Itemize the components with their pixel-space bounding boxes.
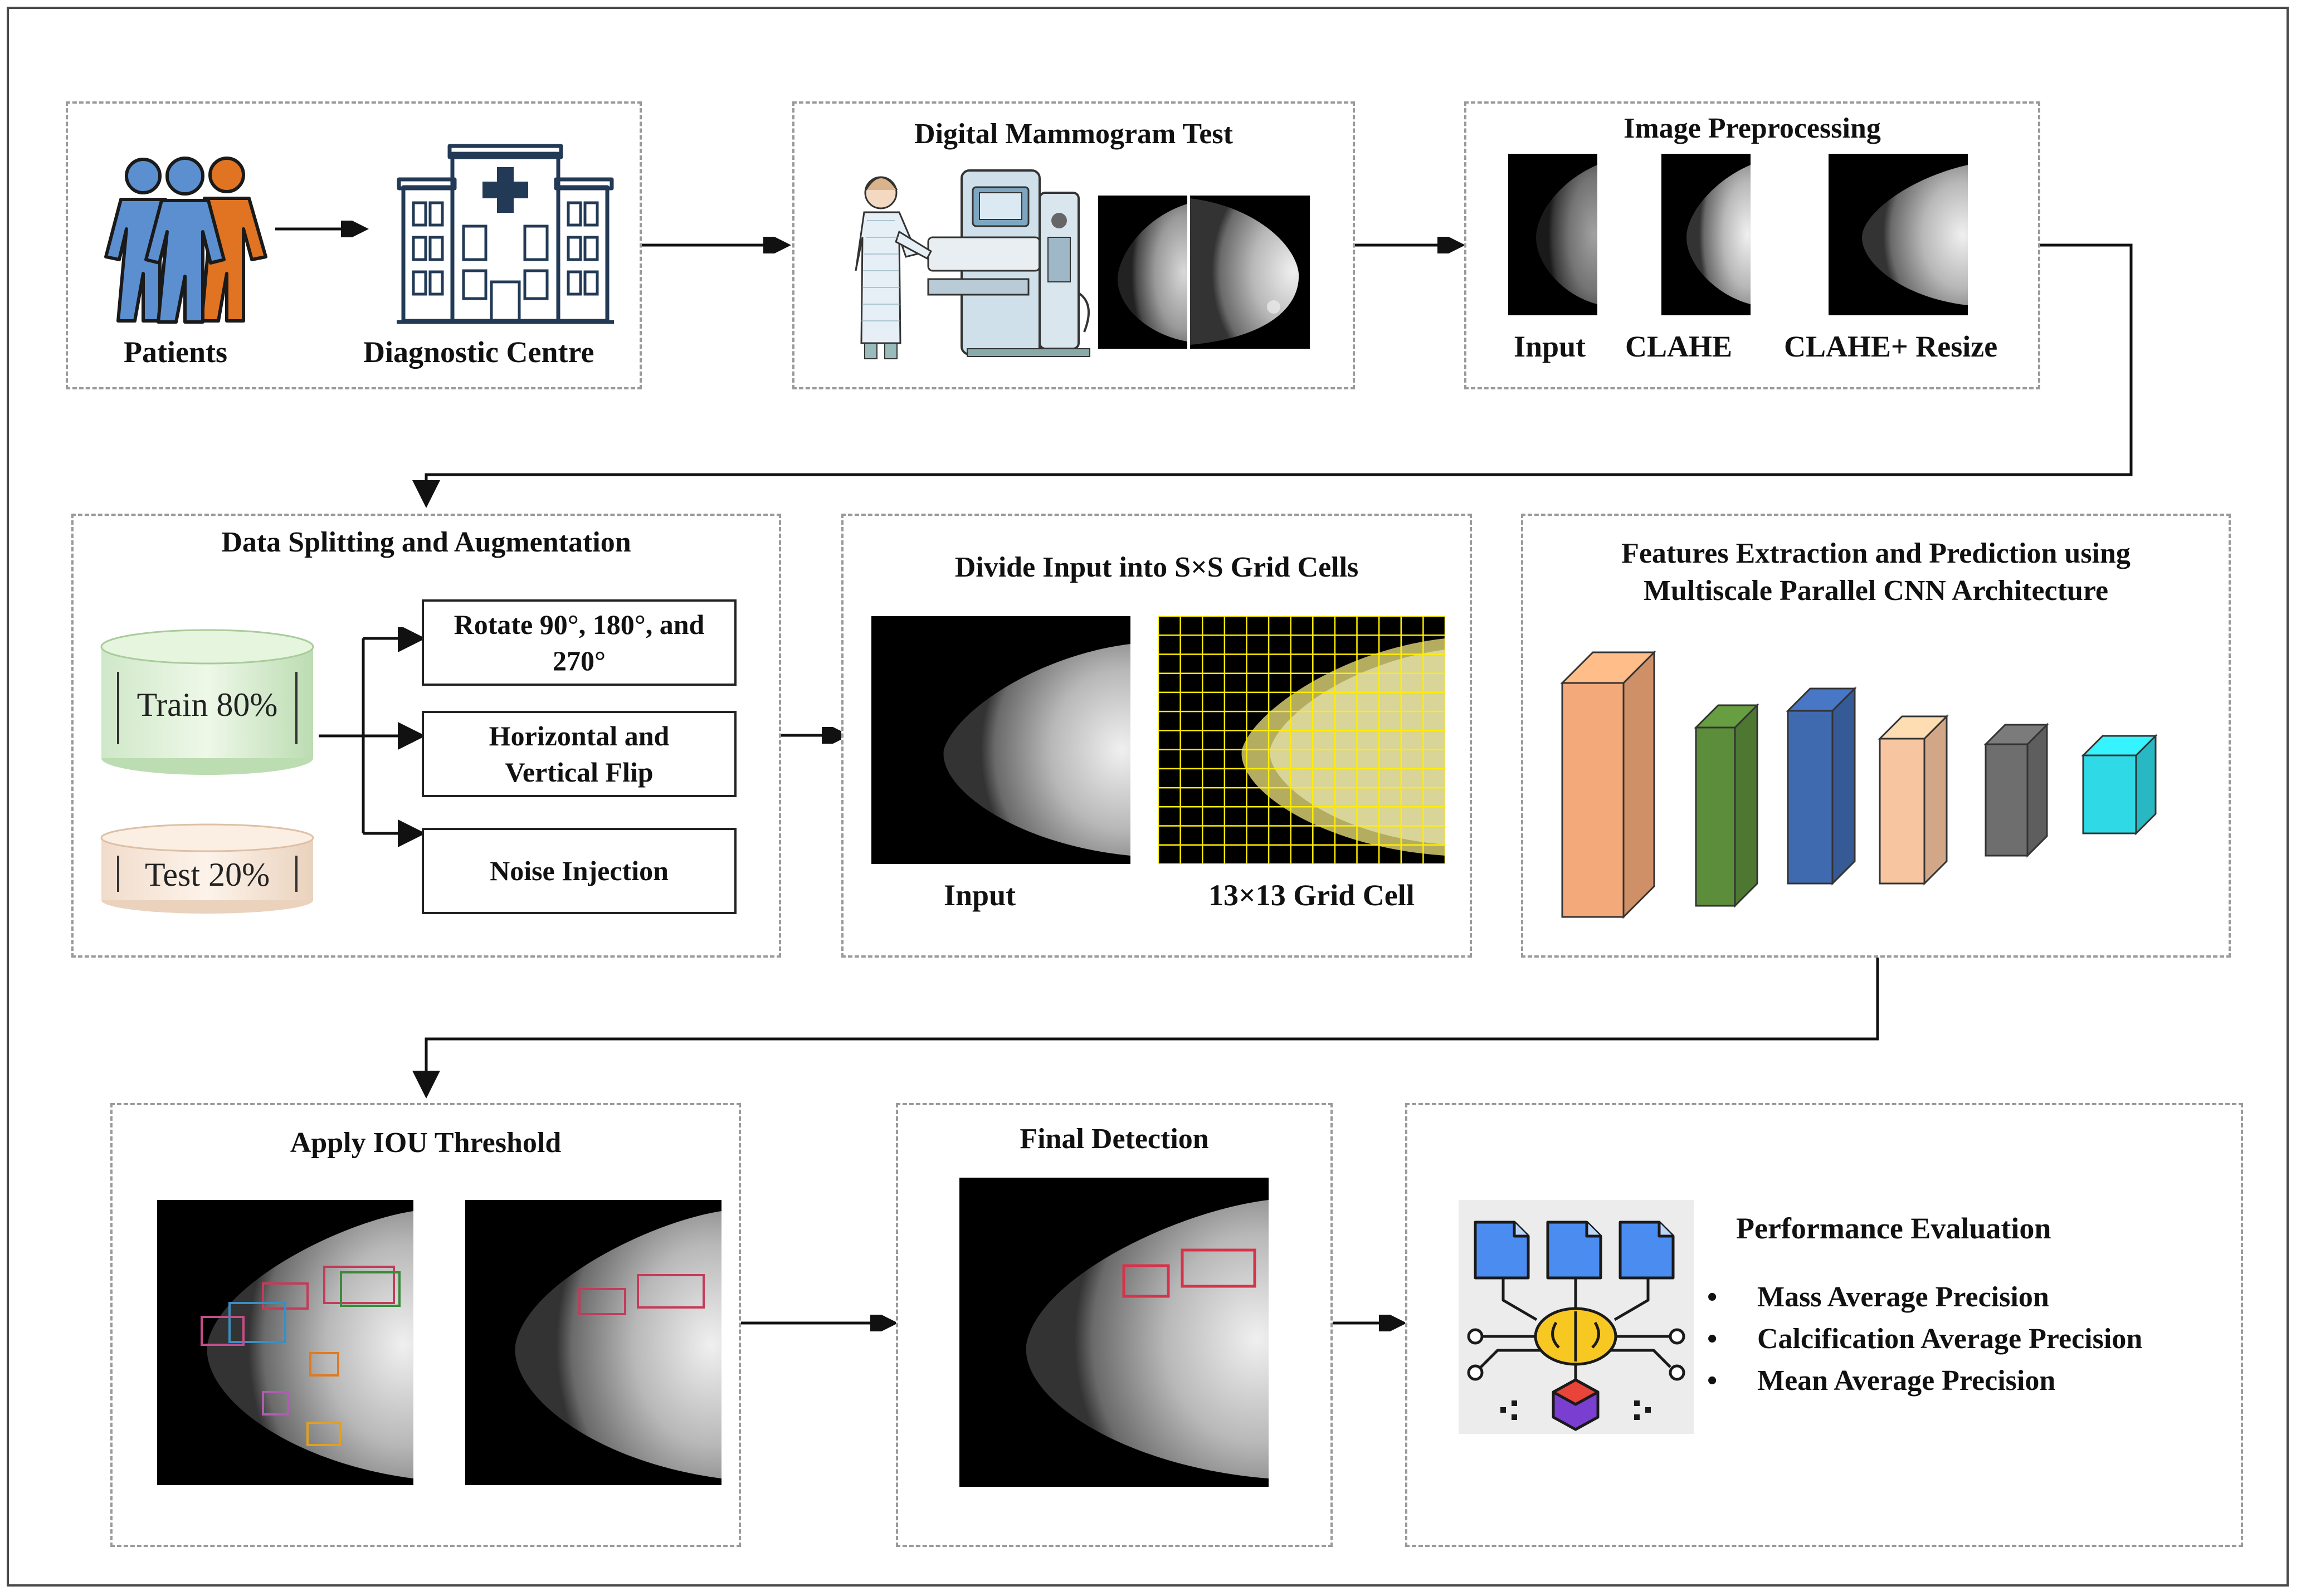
final-detection-image: [959, 1178, 1269, 1487]
metric-mean-ap: Mean Average Precision: [1707, 1364, 2055, 1397]
final-detection-panel: Final Detection: [896, 1103, 1333, 1547]
train-cylinder: [100, 629, 314, 775]
arrow-patients-to-centre: [275, 221, 369, 237]
performance-title: Performance Evaluation: [1736, 1212, 2051, 1245]
mammography-machine-illustration: [855, 169, 1090, 359]
preprocessing-panel: Image Preprocessing Input CLAHE CLAHE+ R…: [1464, 101, 2040, 389]
cnn-title-line1: Features Extraction and Prediction using: [1621, 538, 2131, 569]
data-split-panel: Data Splitting and Augmentation Train 80…: [71, 514, 781, 958]
patients-panel: Patients Diagnostic Centre: [66, 101, 642, 389]
preproc-input-image: [1508, 154, 1597, 315]
mammogram-panel: Digital Mammogram Test: [792, 101, 1355, 389]
arrow-row1-1: [642, 237, 791, 253]
cnn-architecture-blocks: [1560, 650, 2158, 919]
mammogram-right-image: [1190, 196, 1310, 349]
preproc-resize-label: CLAHE+ Resize: [1784, 330, 1998, 363]
iou-multi-box-image: [157, 1200, 413, 1485]
arrow-row3-2: [1333, 1315, 1407, 1331]
cnn-panel: Features Extraction and Prediction using…: [1521, 514, 2231, 958]
arrow-row1-2: [1355, 237, 1465, 253]
performance-panel: Performance Evaluation Mass Average Prec…: [1405, 1103, 2243, 1547]
cnn-layer-block: [1694, 703, 1759, 908]
grid-cell-image: [1158, 616, 1445, 864]
cnn-layer-block: [1878, 714, 1949, 886]
hospital-icon: [397, 144, 614, 324]
metric-calcification-ap: Calcification Average Precision: [1707, 1322, 2142, 1355]
iou-title: Apply IOU Threshold: [290, 1127, 562, 1159]
final-detection-title: Final Detection: [1020, 1123, 1209, 1155]
test-cylinder: [100, 823, 314, 914]
iou-panel: Apply IOU Threshold: [110, 1103, 741, 1547]
train-label: Train 80%: [136, 686, 278, 723]
preproc-clahe-label: CLAHE: [1625, 330, 1733, 363]
patients-icon: [104, 157, 267, 324]
preproc-clahe-image: [1661, 154, 1751, 315]
preproc-resize-image: [1829, 154, 1968, 315]
ai-brain-icon: [1459, 1200, 1694, 1434]
data-split-title: Data Splitting and Augmentation: [221, 526, 631, 558]
arrow-row2-1: [781, 727, 850, 744]
preprocessing-title: Image Preprocessing: [1624, 113, 1881, 144]
iou-filtered-image: [465, 1200, 722, 1485]
cnn-layer-block: [1983, 723, 2049, 858]
grid-panel: Divide Input into S×S Grid Cells Input 1…: [841, 514, 1472, 958]
cnn-layer-block: [1560, 650, 1656, 919]
cnn-layer-block: [1786, 686, 1857, 886]
aug-noise-box: Noise Injection: [422, 828, 737, 914]
preproc-input-label: Input: [1514, 330, 1586, 363]
mammogram-title: Digital Mammogram Test: [914, 118, 1233, 150]
grid-cell-label: 13×13 Grid Cell: [1208, 878, 1415, 912]
centre-label: Diagnostic Centre: [363, 335, 594, 369]
grid-title: Divide Input into S×S Grid Cells: [954, 551, 1359, 583]
augmentation-branch-arrows: [319, 627, 426, 847]
mammogram-left-image: [1098, 196, 1187, 349]
cnn-title-line2: Multiscale Parallel CNN Architecture: [1643, 575, 2109, 607]
cnn-layer-block: [2081, 734, 2158, 836]
patients-label: Patients: [124, 335, 227, 369]
test-label: Test 20%: [144, 856, 270, 893]
metric-mass-ap: Mass Average Precision: [1707, 1281, 2049, 1314]
arrow-row3-1: [741, 1315, 898, 1331]
aug-flip-box: Horizontal and Vertical Flip: [422, 711, 737, 797]
grid-input-label: Input: [944, 878, 1016, 912]
grid-input-image: [871, 616, 1130, 864]
aug-rotate-box: Rotate 90°, 180°, and 270°: [422, 599, 737, 686]
